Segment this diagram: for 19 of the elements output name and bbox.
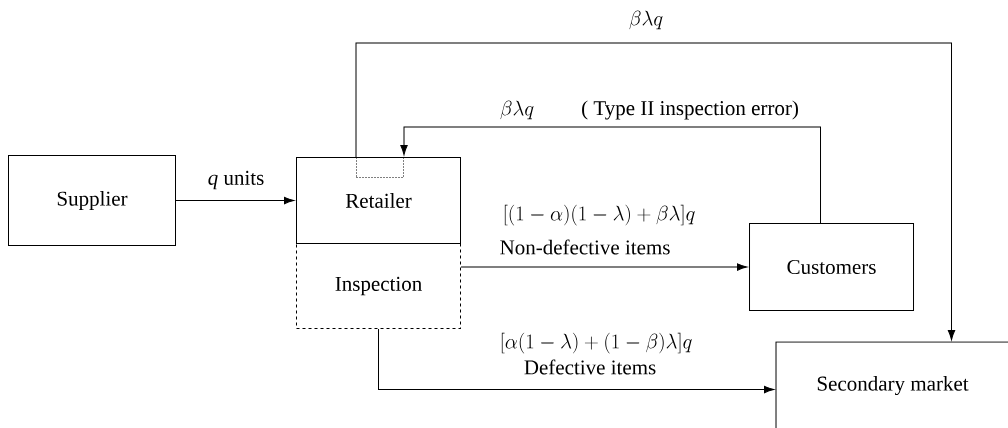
inspection-box: Inspection [296,243,461,329]
arrow [400,126,821,224]
note-text: Non-defective items [500,239,670,255]
process-box: Supplier [8,155,176,246]
arrow [355,42,956,341]
arrow [175,196,295,205]
edge-label: $\beta\lambda q$ [627,9,665,31]
note-text: ( Type II inspection error) [582,100,798,120]
edge-label: $[(1-\alpha)(1-\lambda)+\beta\lambda]q$ [501,203,697,227]
process-box: Retailer [296,157,461,244]
note-text: Defective items [524,359,656,375]
arrow [460,263,748,271]
dotted-box [356,157,404,178]
process-box: Customers [749,223,914,311]
arrow [378,328,775,394]
market-box: Secondary market [775,341,1008,428]
edge-label: $[\alpha(1-\lambda)+(1-\beta)\lambda]q$ [498,331,694,355]
edge-label: $\beta\lambda q$ [498,99,536,121]
edge-label: q units [206,169,266,191]
